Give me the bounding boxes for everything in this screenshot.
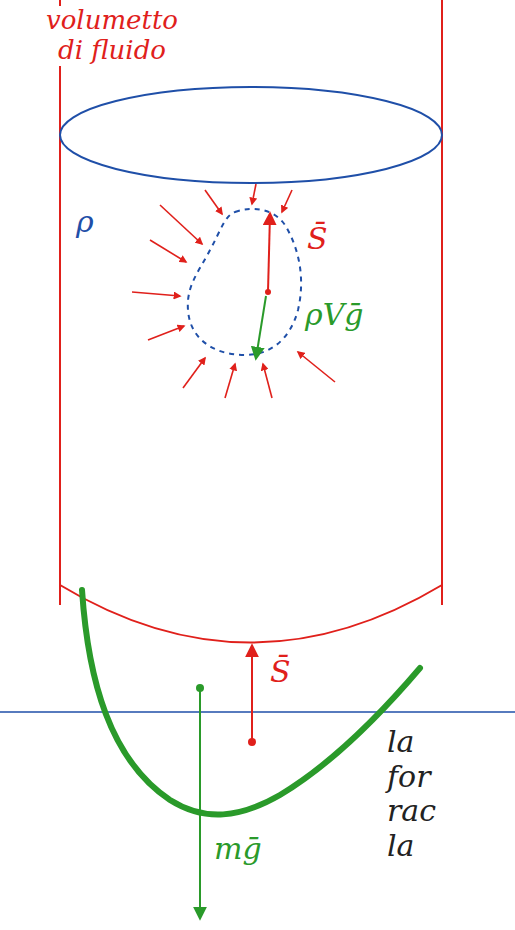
pressure-arrow	[225, 364, 235, 398]
weight-symbol: mḡ	[212, 832, 264, 867]
force-symbol: S̄	[268, 655, 293, 690]
handwritten-note: la for rac la	[385, 725, 461, 863]
pressure-arrow	[183, 358, 205, 388]
pressure-arrow	[205, 190, 222, 214]
buoyancy-arrow	[268, 214, 270, 292]
pressure-arrow	[252, 184, 256, 204]
fluid-parcel	[188, 209, 301, 355]
fluid-surface	[60, 87, 442, 183]
weight-symbol: ρVḡ	[303, 298, 366, 333]
center-of-mass	[196, 684, 204, 692]
application-point	[265, 289, 271, 295]
water-line	[0, 711, 515, 713]
container-wall	[59, 0, 61, 605]
container-bottom	[60, 585, 442, 643]
pressure-arrow	[282, 190, 292, 212]
pressure-arrow	[160, 205, 202, 244]
pressure-arrows	[132, 184, 335, 398]
density-symbol: ρ	[74, 205, 96, 240]
buoyancy-arrow	[251, 646, 253, 742]
application-point	[248, 738, 256, 746]
floating-body	[82, 590, 420, 815]
force-symbol: S̄	[305, 222, 330, 257]
weight-arrow	[256, 296, 266, 358]
pressure-arrow	[298, 352, 335, 382]
pressure-arrow	[263, 364, 272, 398]
container-wall	[441, 0, 443, 605]
pressure-arrow	[148, 326, 184, 340]
title-note: volumetto di fluido	[35, 6, 189, 66]
pressure-arrow	[132, 292, 180, 296]
pressure-arrow	[150, 240, 186, 262]
weight-arrow	[199, 688, 201, 918]
